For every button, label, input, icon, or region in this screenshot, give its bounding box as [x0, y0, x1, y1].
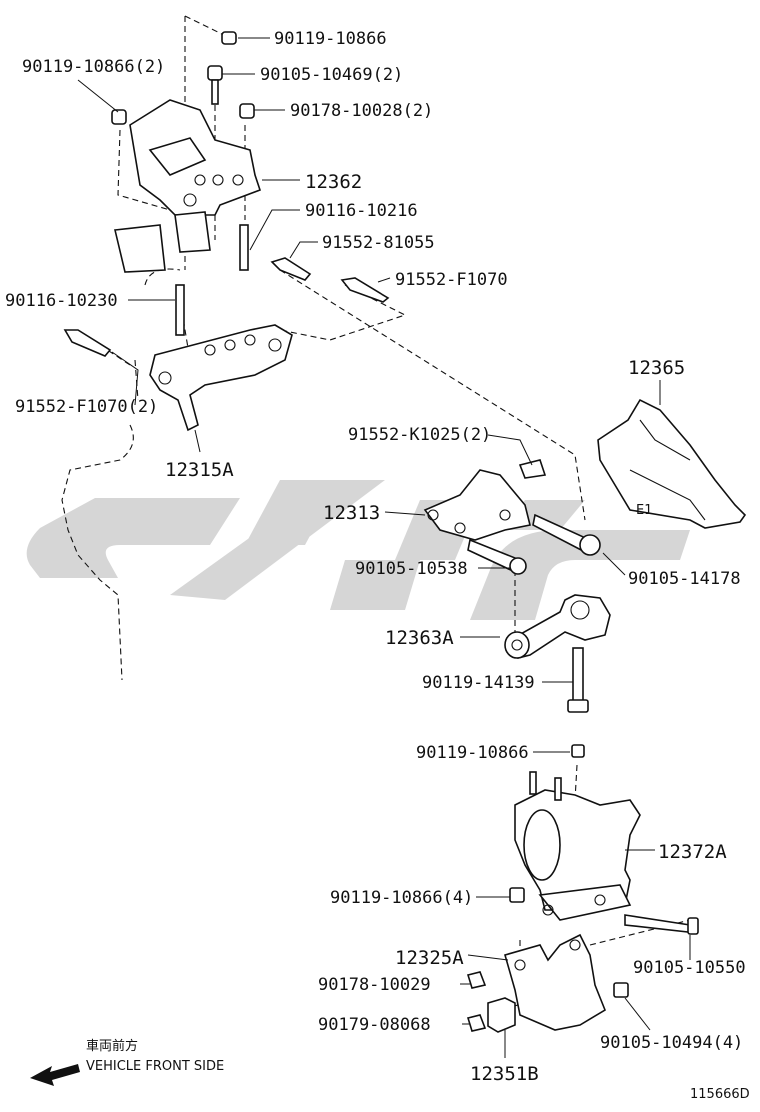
callout-90178-10028-2: 90178-10028(2) [290, 101, 433, 121]
callout-91552-81055: 91552-81055 [322, 233, 435, 253]
callout-91552-F1070-2: 91552-F1070(2) [15, 397, 158, 417]
bracket-mark: E1 [636, 503, 653, 518]
engine-outline [61, 424, 134, 681]
callout-12363A: 12363A [385, 627, 454, 649]
fasteners-top [111, 31, 255, 336]
engine-outline-top [144, 268, 181, 286]
cover-12365 [597, 398, 747, 529]
vehicle-direction-indicator: 車両前方 VEHICLE FRONT SIDE [30, 1038, 224, 1086]
callout-90116-10216: 90116-10216 [305, 201, 418, 221]
callout-90119-10866-2: 90119-10866(2) [22, 57, 165, 77]
callout-90119-10866-4: 90119-10866(4) [330, 888, 473, 908]
callout-90178-10029: 90178-10029 [318, 975, 431, 995]
callout-12362: 12362 [305, 171, 362, 193]
front-arrow-icon [30, 1064, 80, 1086]
callout-90119-10866-mid: 90119-10866 [416, 743, 529, 763]
bolts-lower [467, 513, 601, 575]
callout-labels: 90119-10866 90119-10866(2) 90105-10469(2… [5, 29, 746, 1085]
callout-12372A: 12372A [658, 841, 727, 863]
callout-12351B: 12351B [470, 1063, 539, 1085]
callout-91552-F1070: 91552-F1070 [395, 270, 508, 290]
callout-90105-10494-4: 90105-10494(4) [600, 1033, 743, 1053]
mount-bracket-12362 [114, 99, 262, 273]
callout-12315A: 12315A [165, 459, 234, 481]
callout-90105-10469-2: 90105-10469(2) [260, 65, 403, 85]
direction-label-jp: 車両前方 [86, 1038, 138, 1054]
callout-90105-10538: 90105-10538 [355, 559, 468, 579]
callout-90119-10866-top: 90119-10866 [274, 29, 387, 49]
callout-90105-14178: 90105-14178 [628, 569, 741, 589]
callout-91552-K1025-2: 91552-K1025(2) [348, 425, 491, 445]
bolt-90119-14139 [567, 647, 589, 713]
callout-12365: 12365 [628, 357, 685, 379]
callout-90179-08068: 90179-08068 [318, 1015, 431, 1035]
callout-90105-10550: 90105-10550 [633, 958, 746, 978]
mount-12372A [514, 744, 641, 921]
callout-90116-10230: 90116-10230 [5, 291, 118, 311]
bolts-middle [63, 257, 390, 357]
callout-12313: 12313 [323, 502, 380, 524]
callout-90119-14139: 90119-14139 [422, 673, 535, 693]
bracket-12325A [466, 887, 699, 1033]
rod-12363A [504, 594, 611, 659]
mount-bracket-12315A [149, 324, 293, 432]
direction-label-en: VEHICLE FRONT SIDE [86, 1059, 224, 1074]
callout-12325A: 12325A [395, 947, 464, 969]
figure-id: 115666D [690, 1087, 750, 1102]
bracket-12313 [423, 459, 547, 541]
leader-lines [77, 37, 691, 1058]
